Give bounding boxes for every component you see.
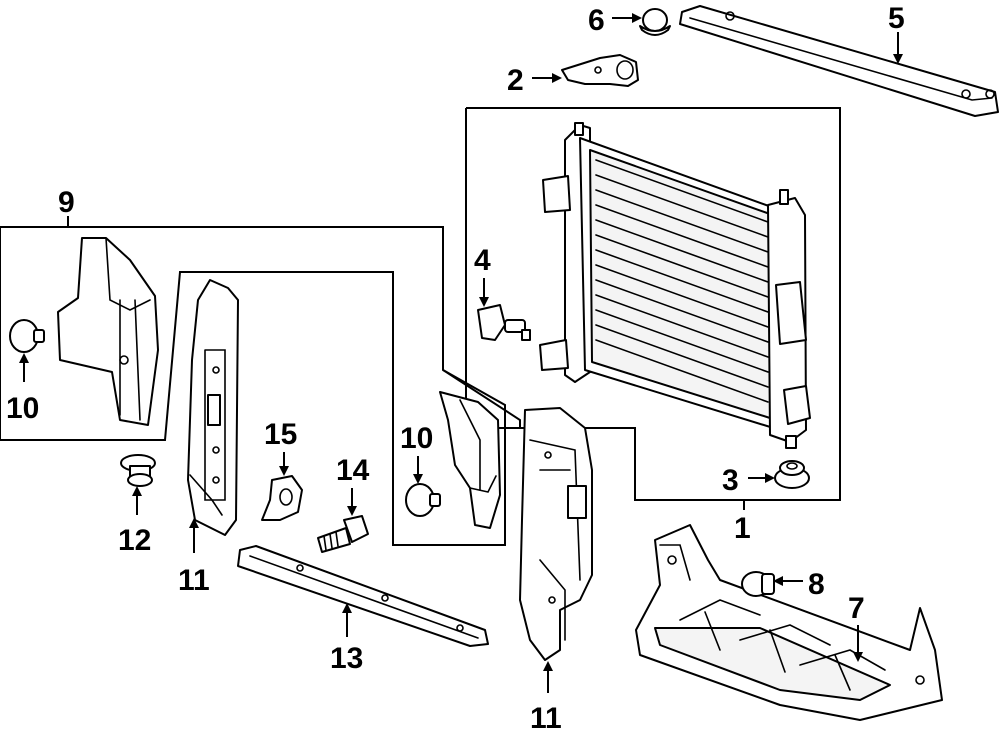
callout-14: 14 [336, 454, 370, 487]
callout-7: 7 [848, 592, 865, 625]
callout-11-right: 11 [530, 702, 562, 731]
side-deflector-right [439, 391, 501, 529]
lower-baffle-part-13 [237, 545, 489, 647]
bracket-part-2 [561, 54, 639, 87]
push-pin-part-10-left [9, 319, 45, 353]
push-pin-part-8 [741, 571, 775, 597]
drain-plug-part-4 [477, 304, 531, 341]
callout-6: 6 [588, 4, 605, 37]
callout-8: 8 [808, 568, 825, 601]
push-pin-part-10-right [405, 483, 441, 517]
callout-13: 13 [330, 642, 363, 675]
push-pin-part-12 [120, 454, 156, 487]
radiator-part-1 [539, 122, 811, 449]
callout-9: 9 [58, 186, 75, 219]
lower-shield-part-7 [635, 524, 943, 721]
deflector-group-9-box-left [0, 227, 506, 546]
upper-baffle-part-5 [679, 5, 999, 117]
callout-3: 3 [722, 464, 739, 497]
callout-11-left: 11 [178, 564, 210, 597]
callout-5: 5 [888, 2, 905, 35]
push-pin-part-6 [639, 8, 671, 36]
callout-4: 4 [474, 244, 491, 277]
clip-part-15 [261, 475, 303, 521]
callout-10-right: 10 [400, 422, 433, 455]
baffle-part-11-right [519, 407, 593, 661]
callout-10-left: 10 [6, 392, 39, 425]
bolt-part-14 [317, 515, 369, 553]
callout-1: 1 [734, 512, 751, 545]
insulator-part-3 [774, 460, 810, 489]
baffle-bracket-part-11-left [187, 279, 239, 536]
callout-2: 2 [507, 64, 524, 97]
callout-15: 15 [264, 418, 297, 451]
callout-12: 12 [118, 524, 151, 557]
side-deflector-part-9 [57, 237, 159, 426]
